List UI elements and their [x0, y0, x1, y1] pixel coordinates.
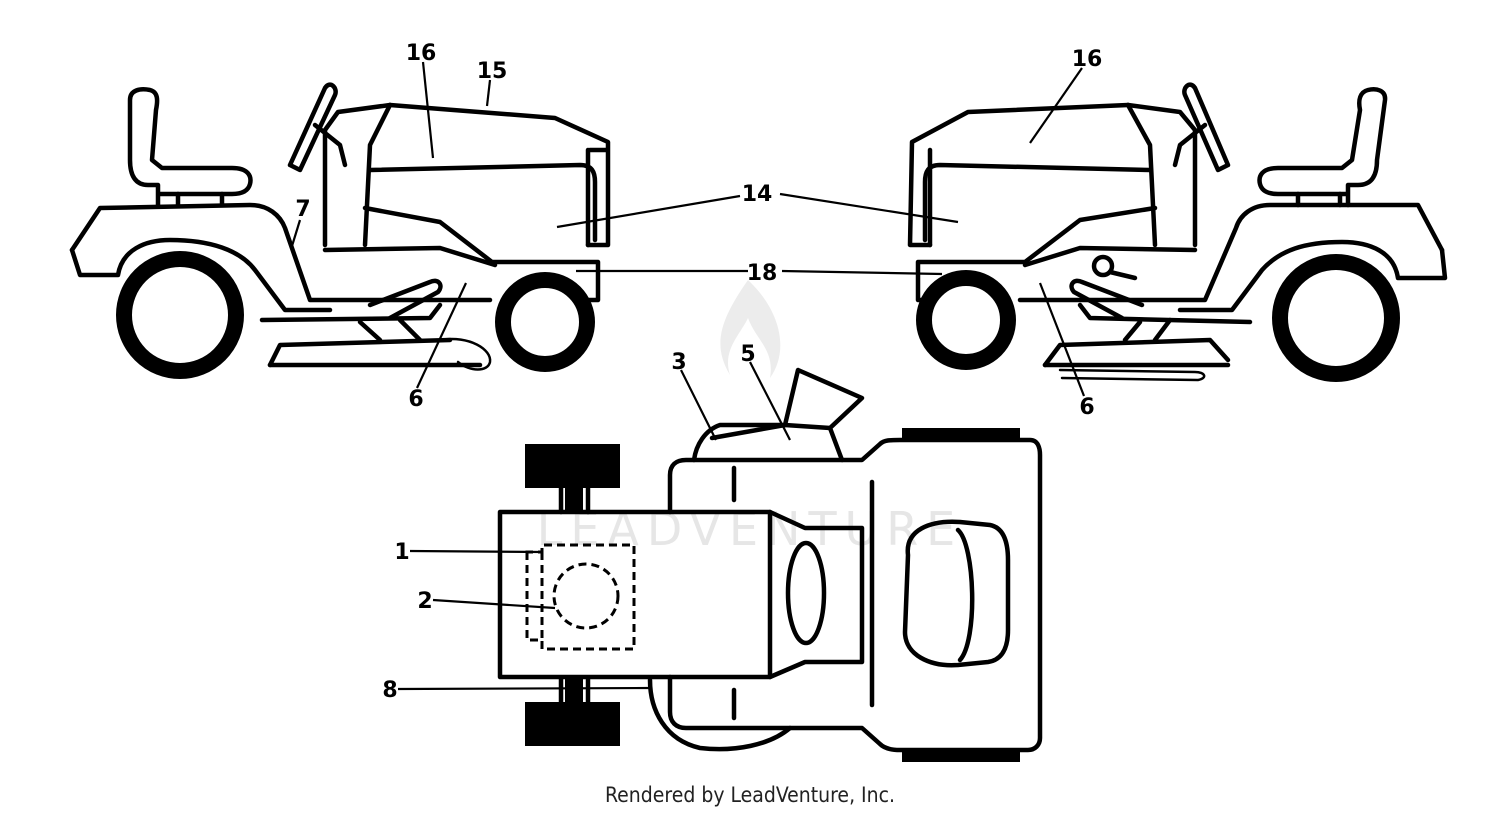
watermark-flame-icon: [720, 280, 781, 378]
rear-tire-top: [902, 428, 1020, 442]
front-wheel-top: [525, 444, 620, 488]
footer-credit: Rendered by LeadVenture, Inc.: [605, 783, 895, 807]
front-wheel-bottom: [525, 702, 620, 746]
callout-labels: 16 15 7 14 18 6 16 6 3 5 1 2 8: [295, 41, 1102, 703]
callout-7: 7: [295, 197, 310, 222]
callout-3: 3: [671, 350, 686, 375]
callout-14: 14: [742, 182, 773, 207]
callout-1: 1: [394, 540, 409, 565]
tractor-left-side-view: [69, 61, 748, 389]
callout-6-left: 6: [408, 387, 423, 412]
rear-tire-bottom: [902, 748, 1020, 762]
callout-8: 8: [382, 678, 397, 703]
callout-16-left: 16: [406, 41, 437, 66]
callout-18: 18: [747, 261, 778, 286]
callout-15: 15: [477, 59, 508, 84]
watermark: LEADVENTURE: [537, 280, 955, 556]
tractor-right-side-view: [779, 67, 1448, 397]
callout-2: 2: [417, 589, 432, 614]
tractor-top-view: [397, 361, 1043, 762]
callout-6-right: 6: [1079, 395, 1094, 420]
callout-5: 5: [740, 342, 755, 367]
callout-16-right: 16: [1072, 47, 1103, 72]
